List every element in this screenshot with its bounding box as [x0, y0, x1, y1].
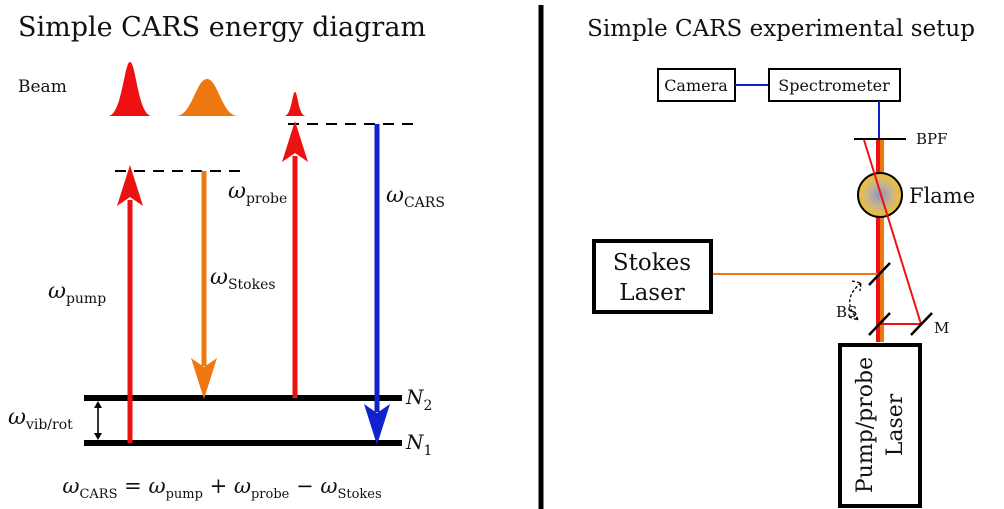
- stokes-laser-box: [592, 239, 713, 314]
- beam-splitter-lower: [868, 312, 891, 336]
- stokes-arrow: [191, 171, 217, 399]
- pump-laser-line1: Pump/probe: [853, 357, 878, 493]
- vibrot-arrow: [94, 401, 102, 440]
- bs-curve-arrow-icon: [848, 280, 862, 322]
- left-title: Simple CARS energy diagram: [18, 12, 426, 43]
- camera-label: Camera: [664, 76, 728, 95]
- probe-label: ωprobe: [228, 179, 287, 207]
- pump-arrow: [117, 165, 143, 443]
- spectrometer-box: [768, 68, 901, 102]
- energy-diagram: Simple CARS energy diagram Beam N2 N1 ωv…: [8, 12, 445, 502]
- cars-equation: ωCARS = ωpump + ωprobe − ωStokes: [62, 474, 381, 502]
- vibrot-label: ωvib/rot: [8, 405, 73, 433]
- cars-label: ωCARS: [386, 183, 445, 211]
- probe-pulse-icon: [284, 92, 306, 116]
- right-title: Simple CARS experimental setup: [587, 16, 975, 42]
- bs-label: BS: [836, 303, 857, 321]
- level-n2-label: N2: [405, 385, 432, 414]
- stokes-pulse-icon: [176, 79, 238, 116]
- camera-box: [657, 68, 736, 102]
- cars-arrow: [364, 124, 390, 445]
- experimental-setup: Simple CARS experimental setup Camera Sp…: [587, 16, 975, 508]
- pump-laser-box: [838, 343, 922, 508]
- spectrometer-label: Spectrometer: [778, 76, 890, 95]
- bpf-label: BPF: [916, 130, 948, 148]
- flame-label: Flame: [909, 184, 975, 208]
- mirror: [910, 312, 933, 336]
- beam-label: Beam: [18, 77, 67, 97]
- pump-pulse-icon: [108, 62, 152, 116]
- probe-beam-path: [863, 139, 923, 325]
- pump-label: ωpump: [48, 279, 106, 307]
- mirror-label: M: [934, 319, 949, 337]
- beam-splitter-upper: [868, 262, 891, 286]
- stokes-laser-line2: Laser: [619, 280, 684, 306]
- probe-arrow: [282, 121, 308, 398]
- level-n1-label: N1: [405, 430, 432, 459]
- stokes-laser-line1: Stokes: [613, 250, 691, 276]
- stokes-label: ωStokes: [210, 265, 276, 293]
- pump-laser-line2: Laser: [883, 393, 908, 456]
